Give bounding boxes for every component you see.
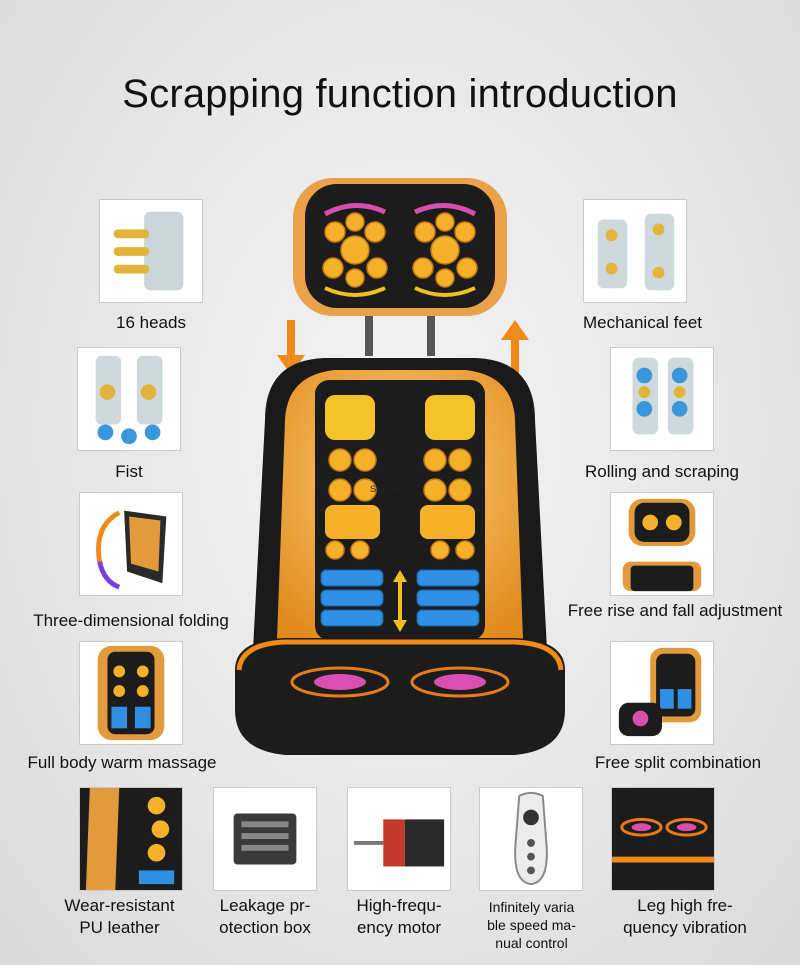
- thumb-fist: [77, 347, 181, 451]
- label-control: Infinitely varia ble speed ma- nual cont…: [474, 898, 589, 952]
- thumb-16-heads: [99, 199, 203, 303]
- massage-head-icon: [113, 211, 184, 291]
- label-control-line3: nual control: [495, 935, 568, 951]
- thumb-box: [213, 787, 317, 891]
- label-motor: High-frequ- ency motor: [340, 895, 458, 939]
- label-mechanical-feet: Mechanical feet: [582, 313, 703, 332]
- thumb-rise-fall: [610, 492, 714, 596]
- thumb-vibration: [611, 787, 715, 891]
- thumb-folding: [79, 492, 183, 596]
- label-motor-line1: High-frequ-: [356, 896, 442, 915]
- fist-icon: [95, 355, 163, 445]
- page-title: Scrapping function introduction: [122, 72, 678, 116]
- label-vibration-line1: Leg high fre-: [637, 896, 733, 915]
- label-rolling: Rolling and scraping: [584, 462, 740, 481]
- roller-icon: [632, 357, 694, 435]
- label-fist: Fist: [115, 462, 143, 481]
- massage-head-icon: [97, 645, 165, 741]
- vibration-icon: [612, 788, 714, 890]
- label-leather-line2: PU leather: [79, 918, 160, 937]
- massage-head-icon: [80, 788, 182, 890]
- motor-icon: [353, 819, 445, 867]
- label-split: Free split combination: [594, 753, 762, 772]
- brand-label: SITUN: [370, 484, 402, 494]
- label-16-heads: 16 heads: [116, 313, 186, 332]
- label-vibration-line2: quency vibration: [623, 918, 747, 937]
- massage-chair-image: [225, 170, 575, 760]
- box-icon: [233, 813, 297, 865]
- fold-arrow-icon: [96, 510, 167, 590]
- label-box-line1: Leakage pr-: [219, 896, 311, 915]
- thumb-control: [479, 787, 583, 891]
- remote-icon: [514, 791, 548, 886]
- label-vibration: Leg high fre- quency vibration: [605, 895, 765, 939]
- label-box-line2: otection box: [219, 918, 311, 937]
- label-folding: Three-dimensional folding: [33, 611, 229, 630]
- thumb-rolling: [610, 347, 714, 451]
- thumb-motor: [347, 787, 451, 891]
- thumb-leather: [79, 787, 183, 891]
- thumb-warm: [79, 641, 183, 745]
- label-motor-line2: ency motor: [356, 918, 442, 937]
- label-warm: Full body warm massage: [27, 753, 217, 772]
- thumb-mechanical-feet: [583, 199, 687, 303]
- split-cushion-icon: [618, 647, 702, 737]
- label-box: Leakage pr- otection box: [200, 895, 330, 939]
- label-leather-line1: Wear-resistant: [64, 896, 175, 915]
- label-rise-fall: Free rise and fall adjustment: [567, 601, 783, 620]
- label-control-line1: Infinitely varia: [488, 899, 575, 915]
- label-control-line2: ble speed ma-: [487, 917, 576, 933]
- mechanical-foot-icon: [597, 213, 675, 291]
- label-leather: Wear-resistant PU leather: [52, 895, 187, 939]
- massage-head-icon: [622, 498, 702, 592]
- thumb-split: [610, 641, 714, 745]
